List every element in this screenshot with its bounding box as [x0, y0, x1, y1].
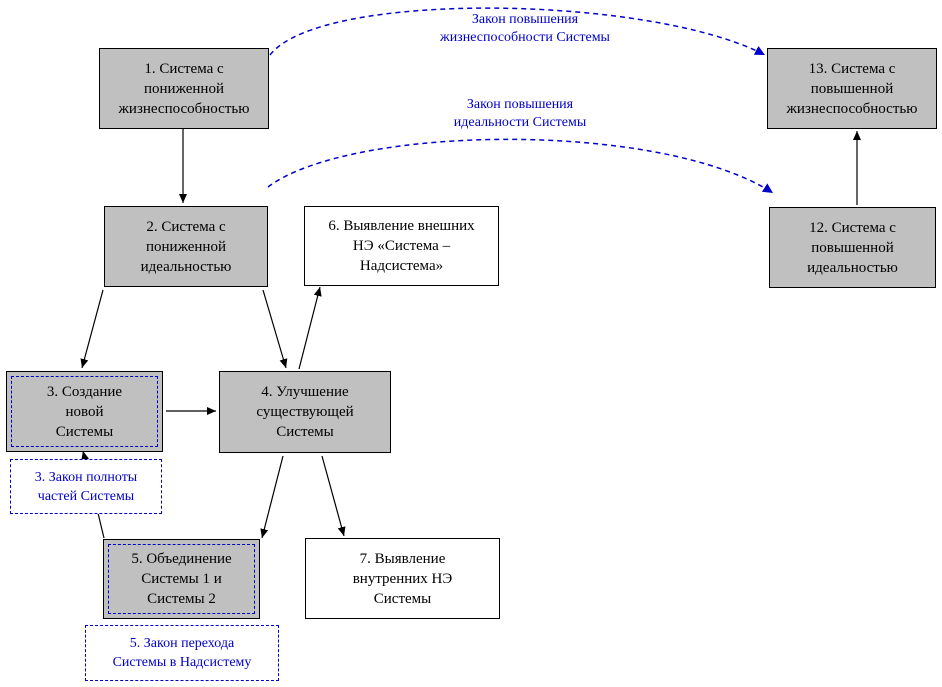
node-4-improve-existing-system: 4. Улучшение существующей Системы [219, 371, 391, 453]
law-transition-box: 5. Закон перехода Системы в Надсистему [85, 625, 279, 681]
node-5-label: 5. Объединение Системы 1 и Системы 2 [131, 551, 232, 607]
node-13-increased-viability: 13. Система с повышенной жизнеспособност… [767, 48, 937, 129]
node-3-create-new-system: 3. Создание новой Системы [6, 371, 163, 452]
arrow-4-to-7 [321, 455, 346, 537]
arrow-2-to-4 [262, 289, 288, 369]
node-6-external-contradictions: 6. Выявление внешних НЭ «Система – Надси… [304, 206, 499, 286]
node-7-label: 7. Выявление внутренних НЭ Системы [352, 550, 453, 607]
node-13-label: 13. Система с повышенной жизнеспособност… [786, 60, 918, 117]
node-6-label: 6. Выявление внешних НЭ «Система – Надси… [328, 218, 475, 274]
node-1-label: 1. Система с пониженной жизнеспособность… [118, 60, 250, 117]
node-4-label: 4. Улучшение существующей Системы [256, 384, 354, 440]
ideality-law-label: Закон повышения идеальности Системы [453, 97, 587, 130]
node-2-label: 2. Система с пониженной идеальностью [140, 218, 232, 275]
node-12-increased-ideality: 12. Система с повышенной идеальностью [769, 207, 936, 288]
ideality-law-curve [267, 138, 774, 194]
node-2-reduced-ideality: 2. Система с пониженной идеальностью [104, 206, 268, 287]
node-7-internal-contradictions: 7. Выявление внутренних НЭ Системы [305, 538, 500, 619]
law-completeness-box: 3. Закон полноты частей Системы [10, 459, 162, 514]
node-5-merge-systems: 5. Объединение Системы 1 и Системы 2 [103, 539, 260, 619]
arrow-2-to-3 [80, 289, 104, 369]
node-1-reduced-viability: 1. Система с пониженной жизнеспособность… [99, 48, 269, 129]
arrow-4-to-5 [260, 455, 284, 539]
node-12-label: 12. Система с повышенной идеальностью [807, 219, 898, 276]
arrow-4-to-6 [298, 286, 322, 370]
law-transition-label: 5. Закон перехода Системы в Надсистему [112, 636, 252, 670]
law-completeness-label: 3. Закон полноты частей Системы [34, 469, 138, 504]
viability-law-label: Закон повышения жизнеспособности Системы [440, 12, 610, 45]
node-3-label: 3. Создание новой Системы [46, 383, 123, 440]
